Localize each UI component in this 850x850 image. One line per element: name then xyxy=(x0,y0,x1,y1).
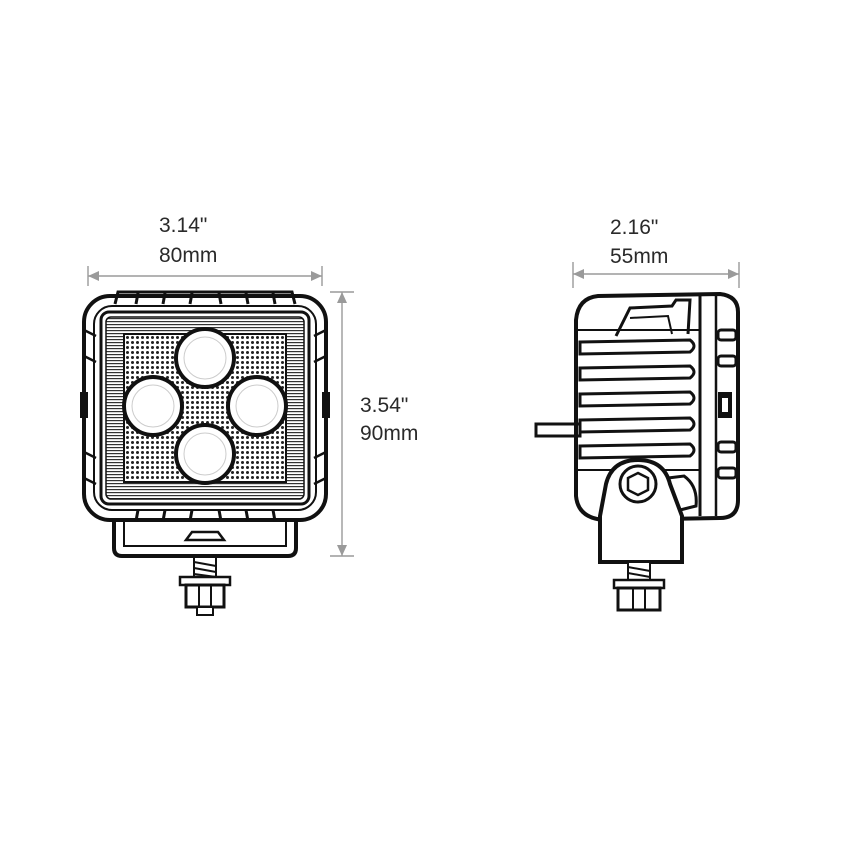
front-height-dimension: 3.54" 90mm xyxy=(330,291,418,557)
side-view-lamp xyxy=(534,291,740,612)
led-lens-left xyxy=(122,375,184,437)
front-width-metric-label: 80mm xyxy=(159,244,217,267)
side-depth-imperial-label: 2.16" xyxy=(610,216,658,239)
side-depth-metric-label: 55mm xyxy=(610,245,668,268)
front-height-metric-label: 90mm xyxy=(360,422,418,445)
led-lens-right xyxy=(226,375,288,437)
front-view-lamp xyxy=(80,290,330,616)
front-width-imperial-label: 3.14" xyxy=(159,214,207,237)
front-width-dimension: 3.14" 80mm xyxy=(87,214,323,286)
side-depth-dimension: 2.16" 55mm xyxy=(572,216,740,288)
led-lens-top xyxy=(174,327,236,389)
front-height-imperial-label: 3.54" xyxy=(360,394,408,417)
led-lens-bottom xyxy=(174,423,236,485)
